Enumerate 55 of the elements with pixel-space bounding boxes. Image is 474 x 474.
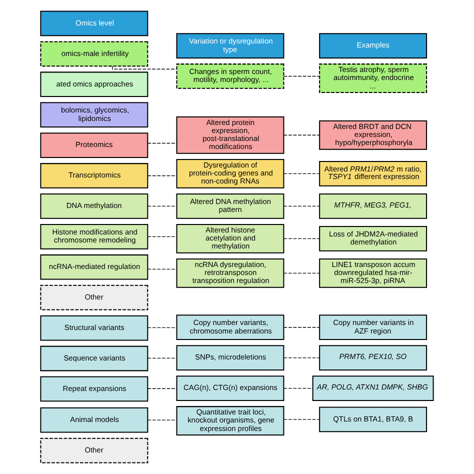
node-box: SNPs, microdeletions bbox=[176, 345, 284, 371]
node-box: Loss of JHDM2A-mediated demethylation bbox=[319, 226, 428, 252]
node-box: QTLs on BTA1, BTA9, B bbox=[319, 406, 428, 432]
connector bbox=[147, 175, 178, 176]
connector bbox=[283, 134, 320, 136]
node-box: Sequence variants bbox=[40, 346, 148, 372]
node-box: Proteomics bbox=[40, 132, 148, 158]
node-box: ncRNA dysregulation, retrotransposon transposition regulation bbox=[176, 258, 284, 288]
node-box: Other bbox=[40, 284, 148, 310]
node-box: Transcriptomics bbox=[40, 163, 148, 188]
connector bbox=[147, 327, 178, 328]
connector bbox=[283, 388, 314, 389]
node-box: Testis atrophy, sperm autoimmunity, endocrine ... bbox=[319, 64, 428, 93]
connector bbox=[283, 419, 320, 420]
node-box: LINE1 transposon accum downregulated hsa-mir- miR-525-3p, piRNA bbox=[319, 258, 428, 288]
node-box: Repeat expansions bbox=[40, 376, 148, 402]
node-box: Examples bbox=[319, 33, 428, 58]
node-box: Changes in sperm count, motility, morphology, ... bbox=[176, 64, 284, 89]
node-box: bolomics, glycomics, lipidomics bbox=[40, 102, 148, 128]
connector bbox=[147, 268, 178, 270]
node-box: ncRNA-mediated regulation bbox=[40, 254, 148, 280]
connector bbox=[147, 388, 178, 389]
connector bbox=[283, 357, 320, 358]
node-box: Copy number variants, chromosome aberrations bbox=[176, 314, 284, 340]
connector bbox=[283, 76, 320, 77]
node-box: Copy number variants in AZF region bbox=[319, 314, 428, 340]
node-box: Variation or dysregulation type bbox=[176, 33, 284, 58]
node-box: Animal models bbox=[40, 407, 148, 433]
node-box: CAG(n), CTG(n) expansions bbox=[176, 376, 284, 401]
connector bbox=[283, 206, 320, 207]
connector bbox=[283, 238, 320, 240]
connector bbox=[283, 327, 320, 328]
node-box: Other bbox=[40, 438, 148, 464]
node-box: MTHFR, MEG3, PEG1, bbox=[319, 194, 428, 219]
connector bbox=[147, 236, 178, 237]
node-box: PRMT6, PEX10, SO bbox=[319, 345, 428, 371]
connector bbox=[283, 272, 320, 274]
node-box: Altered DNA methylation pattern bbox=[176, 194, 284, 219]
connector bbox=[147, 206, 178, 207]
node-box: DNA methylation bbox=[40, 194, 148, 219]
connector bbox=[283, 173, 320, 174]
node-box: AR, POLG, ATXN1 DMPK, SHBG bbox=[312, 376, 434, 401]
node-box: Altered BRDT and DCN expression, hypo/hyperphosphoryla bbox=[319, 120, 428, 150]
node-box: Altered histone acetylation and methylation bbox=[176, 224, 284, 254]
node-box: Quantitative trait loci, knockout organisms, gene expression profiles bbox=[176, 406, 284, 436]
node-box: Structural variants bbox=[40, 315, 148, 341]
node-box: Histone modifications and chromosome remodeling bbox=[40, 224, 148, 250]
node-box: omics-male infertility bbox=[40, 41, 148, 67]
node-box: Omics level bbox=[40, 10, 148, 36]
node-box: Dysregulation of protein-coding genes and non-coding RNAs bbox=[176, 159, 284, 188]
node-box: Altered protein expression, post-translational modifications bbox=[176, 116, 284, 154]
connector bbox=[112, 66, 178, 70]
node-box: Altered PRM1/PRM2 m ratio, TSPY1 different expression bbox=[319, 161, 428, 186]
connector bbox=[147, 142, 178, 144]
node-box: ated omics approaches bbox=[40, 72, 148, 98]
